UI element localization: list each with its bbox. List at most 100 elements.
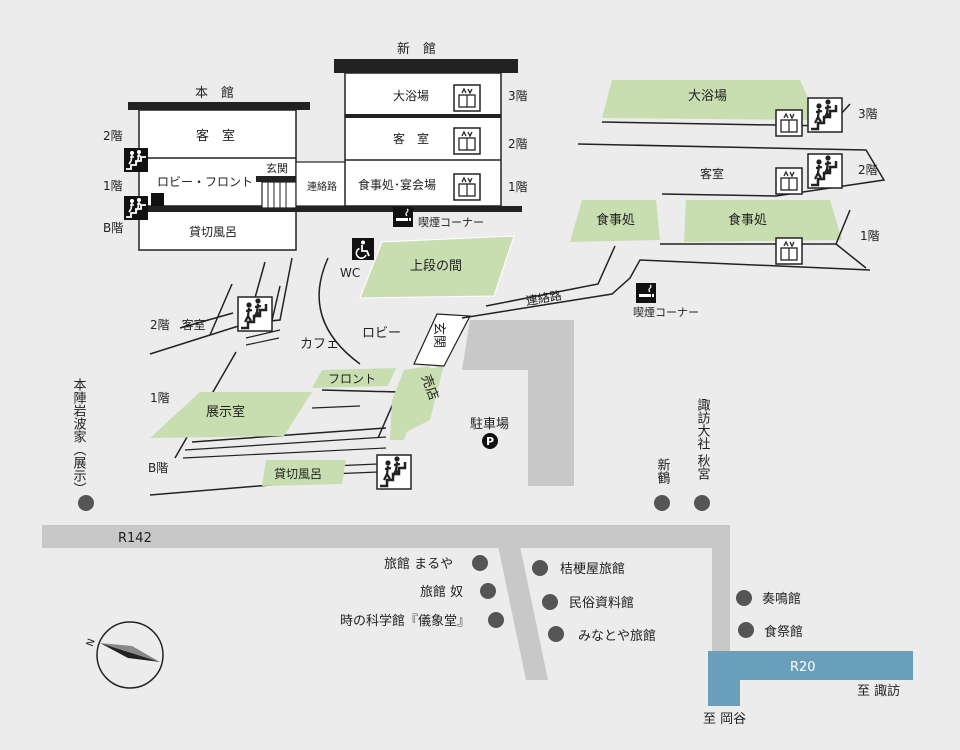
iso-cafe-label: カフェ	[300, 337, 339, 352]
landmark-honjin-label: 本陣岩波家（展示）	[71, 378, 87, 495]
smoking-label: 喫煙コーナー	[418, 216, 484, 229]
iso-entrance-label: 玄関	[431, 322, 446, 348]
landmark-maruya-marker	[472, 555, 488, 571]
main-floor-2: 2階	[103, 128, 123, 143]
iso-corridor-label: 連絡路	[525, 287, 563, 308]
right-dining1-label: 食事処	[596, 212, 635, 228]
landmark-suwa-taisha-marker	[694, 495, 710, 511]
iso-bath-label: 貸切風呂	[274, 466, 322, 481]
iso-stairs-icon-lower	[375, 453, 413, 491]
smoking-icon	[392, 206, 414, 228]
new-room-bath: 大浴場	[393, 89, 429, 103]
iso-entrance	[413, 313, 471, 367]
right-stairs-icon-2f	[806, 152, 844, 190]
parking-label: 駐車場	[470, 417, 509, 432]
landmark-shintsuru-label: 新鶴	[655, 457, 671, 485]
right-dining-floor-1	[570, 200, 660, 242]
new-building-title: 新 館	[397, 41, 436, 57]
iso-exhibition-label: 展示室	[206, 404, 245, 420]
iso-upper-room-label: 上段の間	[410, 259, 462, 274]
compass: N	[85, 621, 164, 689]
right-elevator-icon-1f	[775, 237, 803, 265]
road-r142	[42, 525, 730, 651]
compass-north-label: N	[85, 637, 98, 648]
new-elevator-icon-3f	[453, 84, 481, 112]
landmark-gishodo-label: 時の科学館『儀象堂』	[340, 613, 470, 629]
landmark-minzoku-label: 民俗資料館	[569, 596, 634, 611]
landmark-suwa-taisha-label: 諏訪大社 秋宮	[695, 397, 711, 480]
landmark-shokusaikan-marker	[738, 622, 754, 638]
landmark-shintsuru-marker	[654, 495, 670, 511]
landmark-shokusaikan-label: 食祭館	[764, 624, 803, 640]
iso-smoking-label: 喫煙コーナー	[633, 306, 699, 319]
new-building: 新 館 大浴場 客 室 食事処･宴会場 3階 2階 1階	[334, 41, 528, 207]
iso-main: 上段の間 WC カフェ ロビー 2階 客室 フロント 1階 展示室 B階 貸切風…	[148, 235, 871, 496]
r142-label: R142	[118, 531, 152, 546]
iso-floorb-label: B階	[148, 460, 168, 475]
landmark-kikyoya-label: 桔梗屋旅館	[560, 562, 625, 577]
link-corridor-label: 連絡路	[307, 180, 337, 193]
landmark-minzoku-marker	[542, 594, 558, 610]
to-okaya-label: 至 岡谷	[703, 712, 746, 727]
parking-symbol: P	[486, 435, 494, 448]
iso-private-bath	[262, 460, 346, 486]
main-building-title: 本 館	[195, 86, 234, 101]
main-wheelchair-icon	[151, 193, 164, 206]
iso-floor1-label: 1階	[150, 390, 170, 405]
landmark-yakko-label: 旅館 奴	[420, 584, 463, 600]
landmark-minatoya-label: みなとや旅館	[578, 629, 656, 644]
main-entrance-label: 玄関	[266, 161, 288, 175]
landmark-yakko-marker	[480, 583, 496, 599]
roads: R142 R20 至 諏訪 至 岡谷	[42, 525, 913, 727]
landmark-soumeikan-label: 奏鳴館	[762, 592, 801, 607]
landmark-gishodo-marker	[488, 612, 504, 628]
new-elevator-icon-1f	[453, 173, 481, 201]
main-floor-1: 1階	[103, 178, 123, 193]
main-stairs-icon-upper	[123, 147, 149, 173]
main-stairs-icon-lower	[123, 195, 149, 221]
road-branch	[498, 546, 548, 680]
right-stairs-icon-3f	[806, 96, 844, 134]
iso-upper-room	[359, 235, 515, 299]
right-floor-3: 3階	[858, 106, 878, 121]
new-room-dining: 食事処･宴会場	[358, 177, 436, 192]
iso-front-label: フロント	[328, 372, 376, 386]
main-room-lobby: ロビー・フロント	[157, 175, 253, 189]
new-floor-1: 1階	[508, 179, 528, 194]
iso-exhibition-room	[150, 392, 312, 438]
new-floor-3: 3階	[508, 88, 528, 103]
to-suwa-label: 至 諏訪	[857, 683, 900, 699]
right-elevator-icon-3f	[775, 109, 803, 137]
right-dining-floor-2	[684, 200, 842, 242]
iso-floor2-guest-label: 2階 客室	[150, 317, 206, 332]
right-elevator-icon-2f	[775, 167, 803, 195]
right-bath-label: 大浴場	[688, 89, 727, 104]
road-r20	[708, 651, 913, 706]
iso-new: 大浴場 3階 客室 2階 食事処 食事処 1階	[570, 80, 886, 269]
new-room-guest: 客 室	[393, 131, 429, 146]
right-floor-2: 2階	[858, 162, 878, 177]
iso-stairs-icon-upper	[236, 295, 274, 333]
r20-label: R20	[790, 660, 816, 675]
main-entrance: 玄関	[256, 161, 300, 209]
landmarks: 本陣岩波家（展示） 新鶴 諏訪大社 秋宮 旅館 まるや 旅館 奴 時の科学館『儀…	[71, 378, 804, 644]
right-guest-label: 客室	[700, 166, 724, 181]
iso-lobby-label: ロビー	[362, 326, 401, 341]
landmark-honjin-marker	[78, 495, 94, 511]
landmark-kikyoya-marker	[532, 560, 548, 576]
parking-icon	[482, 433, 498, 449]
right-bath-floor	[602, 80, 818, 120]
iso-wc-label: WC	[340, 266, 360, 280]
iso-smoking-icon	[635, 282, 657, 304]
main-building: 本 館 客 室 ロビー・フロント 貸切風呂 2階 1階 B階 玄関	[103, 86, 522, 251]
main-room-bath: 貸切風呂	[189, 224, 237, 239]
right-dining2-label: 食事処	[728, 212, 767, 228]
iso-wheelchair-icon	[351, 237, 375, 261]
link-corridor	[295, 161, 347, 207]
landmark-minatoya-marker	[548, 626, 564, 642]
main-floor-b: B階	[103, 220, 123, 235]
landmark-soumeikan-marker	[736, 590, 752, 606]
parking-area	[462, 320, 574, 486]
landmark-maruya-label: 旅館 まるや	[384, 557, 453, 572]
